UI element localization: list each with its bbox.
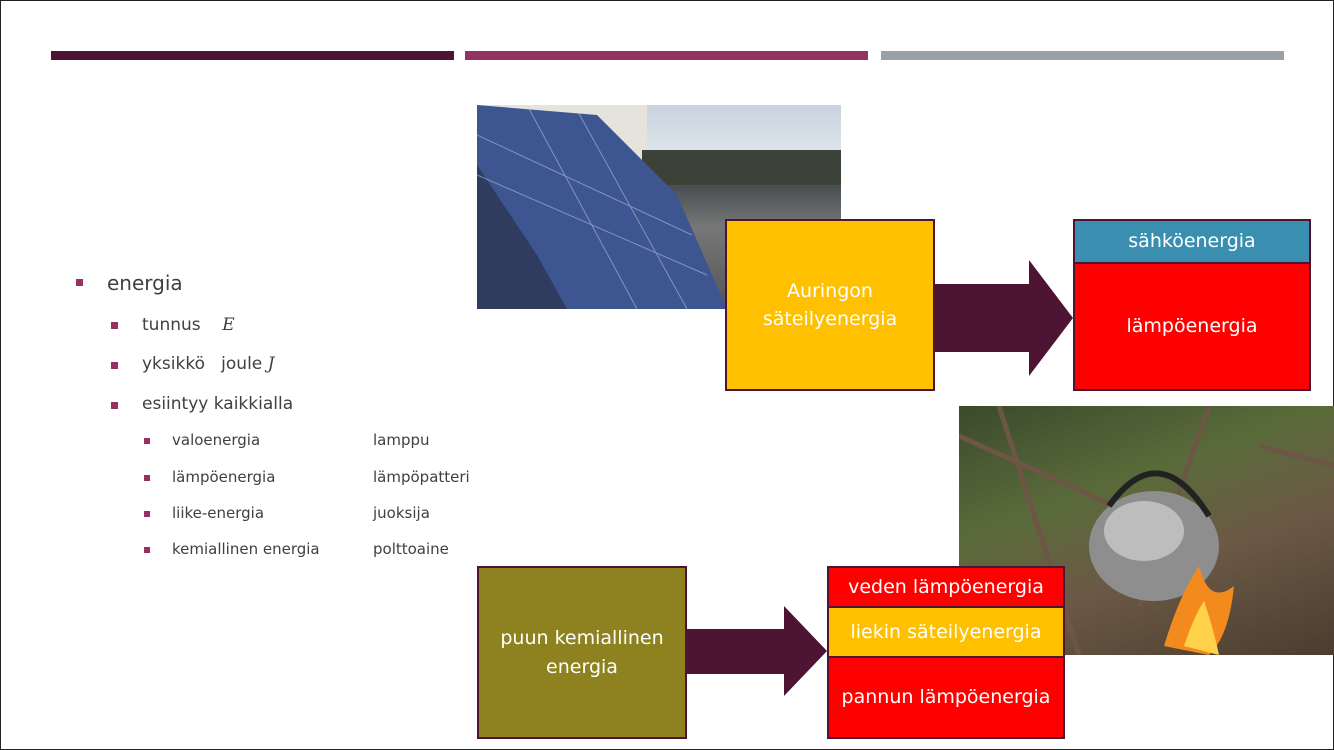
symbol-label: tunnus — [142, 315, 201, 335]
example-item: lamppu — [373, 431, 430, 449]
arrow-right-icon — [686, 606, 827, 696]
solar-radiation-energy-box: Auringon säteilyenergia — [725, 219, 935, 391]
accent-bar-2 — [465, 51, 868, 60]
unit-label: yksikkö joule — [142, 354, 263, 374]
arrow-right-icon — [933, 260, 1073, 376]
example-item: lämpöpatteri — [373, 468, 470, 486]
bullet-icon — [144, 438, 150, 444]
example-type: valoenergia — [172, 431, 261, 449]
example-item: polttoaine — [373, 540, 449, 558]
output-stack-1: sähköenergia lämpöenergia — [1073, 219, 1311, 391]
unit-value: J — [267, 354, 275, 374]
bullet-icon — [144, 475, 150, 481]
symbol-value: E — [222, 315, 235, 335]
bullet-icon — [144, 511, 150, 517]
electric-energy-box: sähköenergia — [1075, 221, 1309, 264]
pan-heat-energy-box: pannun lämpöenergia — [829, 658, 1063, 737]
example-item: juoksija — [373, 504, 430, 522]
heat-energy-box: lämpöenergia — [1075, 264, 1309, 389]
water-heat-energy-box: veden lämpöenergia — [829, 568, 1063, 608]
bullet-icon — [144, 547, 150, 553]
example-type: kemiallinen energia — [172, 540, 320, 558]
bullet-icon — [111, 322, 118, 329]
bullet-icon — [76, 279, 83, 286]
output-stack-2: veden lämpöenergia liekin säteilyenergia… — [827, 566, 1065, 739]
accent-bar-1 — [51, 51, 454, 60]
bullet-occurs: esiintyy kaikkialla — [142, 394, 294, 414]
bullet-icon — [111, 402, 118, 409]
bullet-unit: yksikkö joule J — [142, 354, 275, 374]
flame-radiation-energy-box: liekin säteilyenergia — [829, 608, 1063, 658]
example-type: liike-energia — [172, 504, 265, 522]
accent-bar-3 — [881, 51, 1284, 60]
bullet-symbol: tunnus E — [142, 315, 235, 335]
example-type: lämpöenergia — [172, 468, 276, 486]
bullet-icon — [111, 362, 118, 369]
wood-chemical-energy-box: puun kemiallinen energia — [477, 566, 687, 739]
bullet-energia: energia — [107, 271, 183, 295]
